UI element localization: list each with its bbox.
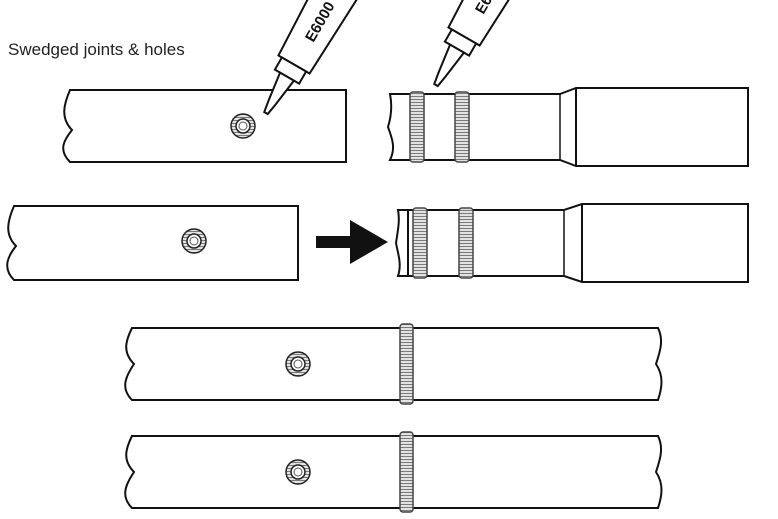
pole-middle-left xyxy=(6,205,299,281)
knurled-band xyxy=(454,91,470,163)
joined-pole-row-4 xyxy=(124,431,663,513)
swedged-pole-top-right xyxy=(386,87,749,167)
grommet-icon xyxy=(285,459,311,485)
glue-tube-icon: E6000 xyxy=(263,0,361,116)
grommet-icon xyxy=(181,228,207,254)
knurled-band xyxy=(409,91,425,163)
grommet-icon xyxy=(285,351,311,377)
grommet-icon xyxy=(230,113,256,139)
joined-pole-row-3 xyxy=(124,323,663,405)
knurled-band xyxy=(399,431,414,513)
swedged-pole-middle-right xyxy=(394,203,749,283)
glue-tube-icon: E6000 xyxy=(433,0,531,88)
knurled-band xyxy=(412,207,428,279)
pole-top-left xyxy=(62,89,347,163)
diagram-title: Swedged joints & holes xyxy=(8,40,185,59)
arrow-right-icon xyxy=(316,220,388,264)
knurled-band xyxy=(399,323,414,405)
knurled-band xyxy=(458,207,474,279)
